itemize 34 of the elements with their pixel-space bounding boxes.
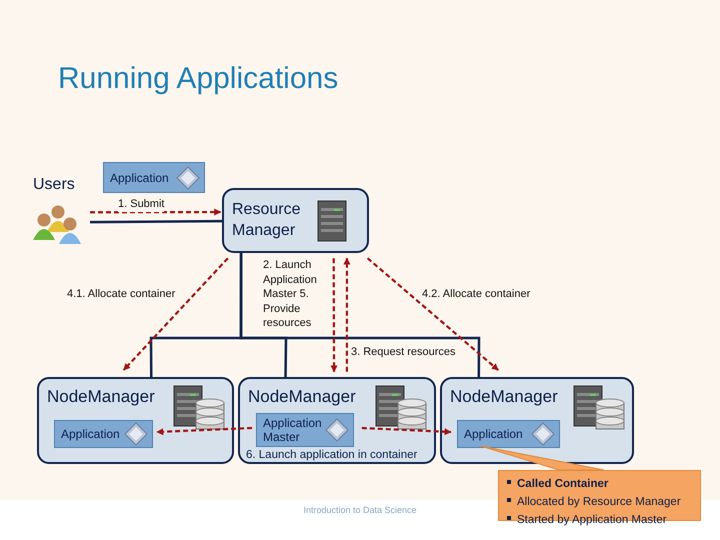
application-label: Application [110, 170, 170, 184]
callout-pointer [480, 446, 604, 470]
step-label: 6. Launch application in container [246, 449, 418, 461]
node-title: Resource Manager [232, 200, 302, 241]
bullet-text: Allocated by Resource Manager [517, 496, 681, 508]
edge-label: 3. Request resources [351, 345, 456, 360]
dashed-arrow [90, 208, 222, 216]
node-manager-box [238, 377, 436, 464]
application-label: Application [464, 427, 524, 441]
application-label: Application Master [263, 416, 323, 444]
users-label: Users [33, 176, 75, 194]
dashed-arrow [330, 258, 338, 372]
dashed-arrow [366, 257, 499, 371]
application-label: Application [61, 427, 121, 441]
node-manager-box [440, 377, 634, 464]
connector-line [240, 253, 480, 377]
slide-title: Running Applications [58, 62, 338, 96]
dashed-arrow [362, 426, 452, 436]
resource-manager-box [222, 188, 369, 253]
application-box [256, 413, 354, 447]
node-manager-box [37, 377, 234, 464]
application-box [457, 420, 560, 448]
dashed-arrow [122, 257, 229, 371]
edge-label: 1. Submit [118, 197, 164, 212]
node-title: NodeManager [248, 387, 356, 407]
node-title: NodeManager [450, 387, 558, 407]
dashed-arrow [156, 426, 252, 436]
bullet-text: Called Container [517, 478, 608, 490]
node-title: NodeManager [47, 387, 155, 407]
connector-line [90, 220, 222, 224]
application-box [103, 162, 205, 193]
application-box [54, 420, 153, 448]
footer-text: Introduction to Data Science [302, 505, 418, 515]
dashed-arrow [343, 258, 350, 372]
